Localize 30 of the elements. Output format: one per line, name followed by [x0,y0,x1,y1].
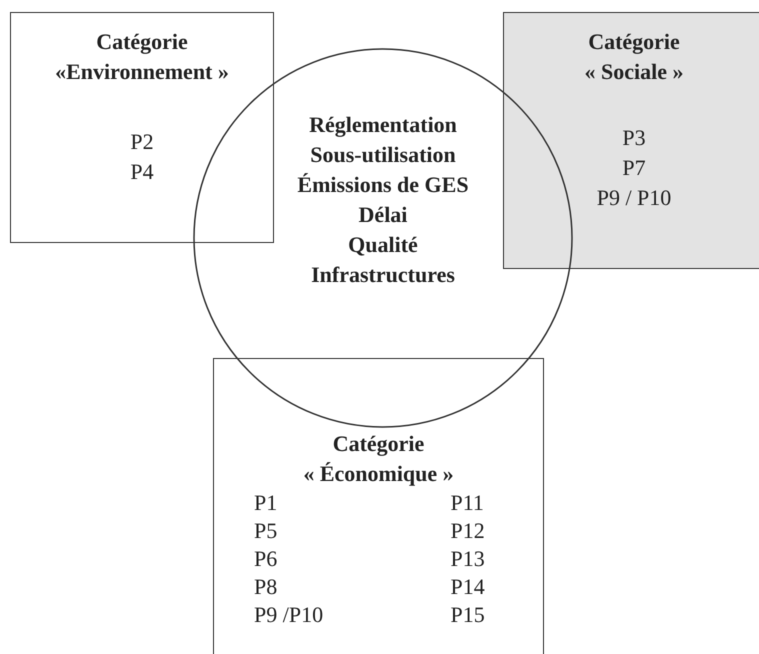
item-code: P12 [450,517,485,545]
category-box [503,12,759,269]
category-box [10,12,274,243]
item-code: P13 [450,545,485,573]
item-code: P8 [253,573,278,601]
category-heading: Catégorie [96,28,188,56]
item-code: P14 [450,573,485,601]
category-heading: « Sociale » [584,58,684,86]
item-code: P1 [253,489,278,517]
factor-label: Qualité [348,231,418,259]
factor-label: Délai [358,201,408,229]
factor-label: Sous-utilisation [310,141,456,169]
item-code: P7 [622,154,646,182]
item-code: P15 [450,601,485,629]
item-code: P5 [253,517,278,545]
item-code: P6 [253,545,278,573]
item-code: P2 [130,128,154,156]
factor-label: Réglementation [309,111,457,139]
item-code: P9 /P10 [253,601,324,629]
item-code: P9 / P10 [596,184,672,212]
item-code: P11 [450,489,484,517]
item-code: P3 [622,124,646,152]
category-heading: «Environnement » [55,58,229,86]
category-heading: Catégorie [588,28,680,56]
category-heading: Catégorie [332,430,424,458]
item-code: P4 [130,158,154,186]
category-box [213,358,544,654]
category-heading: « Économique » [303,460,454,488]
factor-label: Infrastructures [311,261,455,289]
factor-label: Émissions de GES [297,171,469,199]
